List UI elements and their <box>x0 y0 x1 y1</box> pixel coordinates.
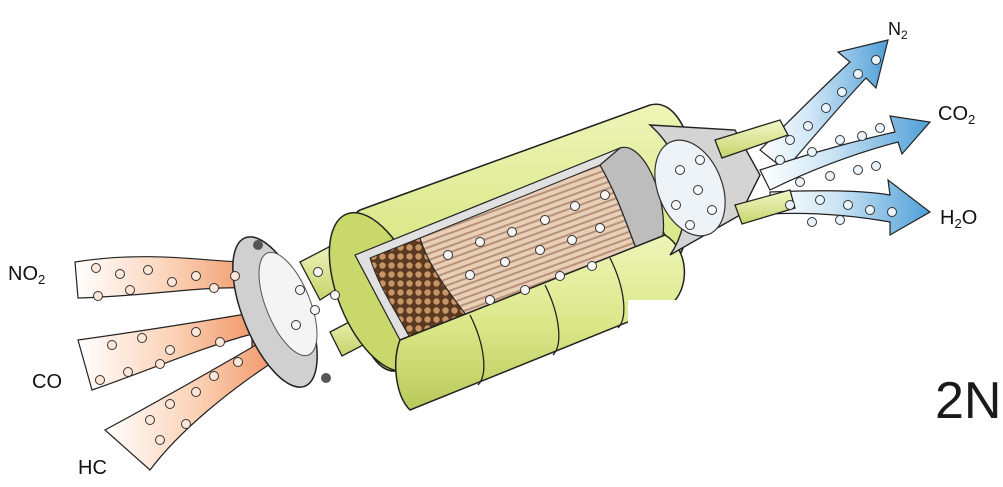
gas-molecule <box>314 268 323 277</box>
label-co-input: CO <box>32 372 62 392</box>
gas-molecule <box>144 266 153 275</box>
gas-molecule <box>776 156 785 165</box>
gas-molecule <box>126 286 135 295</box>
gas-molecule <box>601 191 610 200</box>
gas-molecule <box>826 172 835 181</box>
gas-molecule <box>568 236 577 245</box>
gas-molecule <box>836 216 845 225</box>
gas-molecule <box>854 166 863 175</box>
gas-molecule <box>888 208 897 217</box>
gas-molecule <box>210 372 219 381</box>
gas-molecule <box>858 132 867 141</box>
gas-molecule <box>676 166 685 175</box>
gas-molecule <box>796 178 805 187</box>
gas-molecule <box>234 358 243 367</box>
gas-molecule <box>556 272 565 281</box>
gas-molecule <box>96 376 105 385</box>
gas-molecule <box>166 400 175 409</box>
gas-molecule <box>192 328 201 337</box>
gas-molecule <box>476 238 485 247</box>
gas-molecule <box>210 284 219 293</box>
gas-molecule <box>804 122 813 131</box>
gas-molecule <box>696 156 705 165</box>
gas-molecule <box>521 286 530 295</box>
gas-molecule <box>331 291 340 300</box>
gas-molecule <box>822 104 831 113</box>
label-h2o: H2O <box>940 208 977 230</box>
gas-molecule <box>588 262 597 271</box>
gas-molecule <box>216 338 225 347</box>
gas-molecule <box>192 388 201 397</box>
gas-molecule <box>466 271 475 280</box>
gas-molecule <box>836 136 845 145</box>
label-no2: NO2 <box>8 264 45 286</box>
gas-molecule <box>672 201 681 210</box>
gas-molecule <box>116 270 125 279</box>
gas-molecule <box>508 228 517 237</box>
gas-molecule <box>444 251 453 260</box>
gas-molecule <box>182 420 191 429</box>
gas-molecule <box>854 70 863 79</box>
gas-molecule <box>156 360 165 369</box>
gas-molecule <box>838 88 847 97</box>
gas-molecule <box>192 272 201 281</box>
gas-molecule <box>536 246 545 255</box>
gas-molecule <box>296 286 305 295</box>
gas-molecule <box>124 368 133 377</box>
gas-molecule <box>156 436 165 445</box>
gas-molecule <box>808 218 817 227</box>
gas-molecule <box>866 206 875 215</box>
gas-molecule <box>486 296 495 305</box>
flange-bolt <box>253 240 263 250</box>
gas-molecule <box>501 258 510 267</box>
equation-fragment: 2N <box>935 375 1001 427</box>
gas-molecule <box>571 202 580 211</box>
gas-molecule <box>541 216 550 225</box>
gas-molecule <box>166 346 175 355</box>
gas-molecule <box>876 124 885 133</box>
gas-molecule <box>872 56 881 65</box>
gas-molecule <box>138 334 147 343</box>
gas-molecule <box>231 272 240 281</box>
gas-molecule <box>168 278 177 287</box>
label-hc: HC <box>78 458 107 478</box>
gas-molecule <box>808 148 817 157</box>
gas-molecule <box>108 341 117 350</box>
gas-molecule <box>786 136 795 145</box>
gas-molecule <box>292 321 301 330</box>
gas-molecule <box>694 186 703 195</box>
gas-molecule <box>844 201 853 210</box>
gas-molecule <box>816 196 825 205</box>
label-co2: CO2 <box>938 104 975 126</box>
gas-molecule <box>311 306 320 315</box>
gas-molecule <box>92 264 101 273</box>
gas-molecule <box>146 416 155 425</box>
gas-molecule <box>786 201 795 210</box>
gas-molecule <box>94 292 103 301</box>
flange-bolt <box>321 373 331 383</box>
gas-molecule <box>596 224 605 233</box>
gas-molecule <box>872 162 881 171</box>
label-n2: N2 <box>888 20 908 41</box>
gas-molecule <box>686 221 695 230</box>
gas-molecule <box>708 206 717 215</box>
